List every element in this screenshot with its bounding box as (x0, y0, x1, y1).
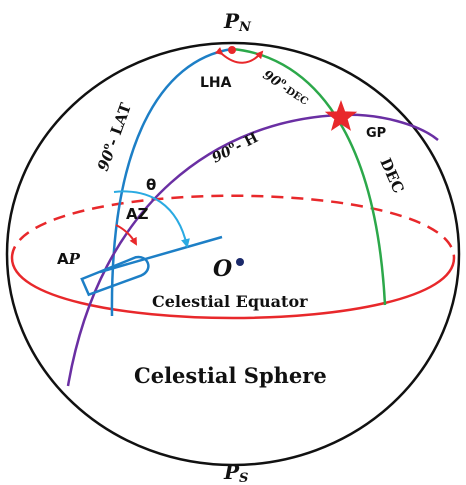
lha-label: LHA (200, 75, 232, 91)
pole-north-label: PN (223, 9, 252, 35)
ap-label: AP (57, 250, 81, 268)
center-dot (236, 258, 244, 266)
center-o-label: O (213, 256, 232, 282)
codeclination-label: 90o-DEC (260, 65, 313, 108)
equator-front (10, 257, 456, 320)
vertical-circle (66, 113, 439, 387)
horizon-direction-line (99, 235, 223, 274)
gp-label: GP (366, 126, 386, 141)
theta-label: θ (146, 176, 156, 194)
celestial-equator-label: Celestial Equator (152, 292, 308, 311)
dec-label: DEC (376, 155, 407, 196)
gp-meridian (231, 47, 387, 306)
azimuth-angle-arrow (115, 224, 137, 246)
sphere-outline (5, 41, 461, 467)
ship-icon (80, 255, 150, 297)
north-pole-dot (228, 46, 236, 54)
azimuth-label: AZ (126, 205, 149, 223)
equator-back-dashed (10, 194, 456, 259)
theta-angle-arrow (113, 190, 190, 248)
pole-south-label: PS (223, 460, 248, 485)
celestial-sphere-label: Celestial Sphere (134, 363, 327, 388)
gp-star-icon (324, 100, 358, 131)
lha-angle-arrow (214, 47, 264, 64)
coaltitude-label: 90o- H (209, 129, 261, 167)
